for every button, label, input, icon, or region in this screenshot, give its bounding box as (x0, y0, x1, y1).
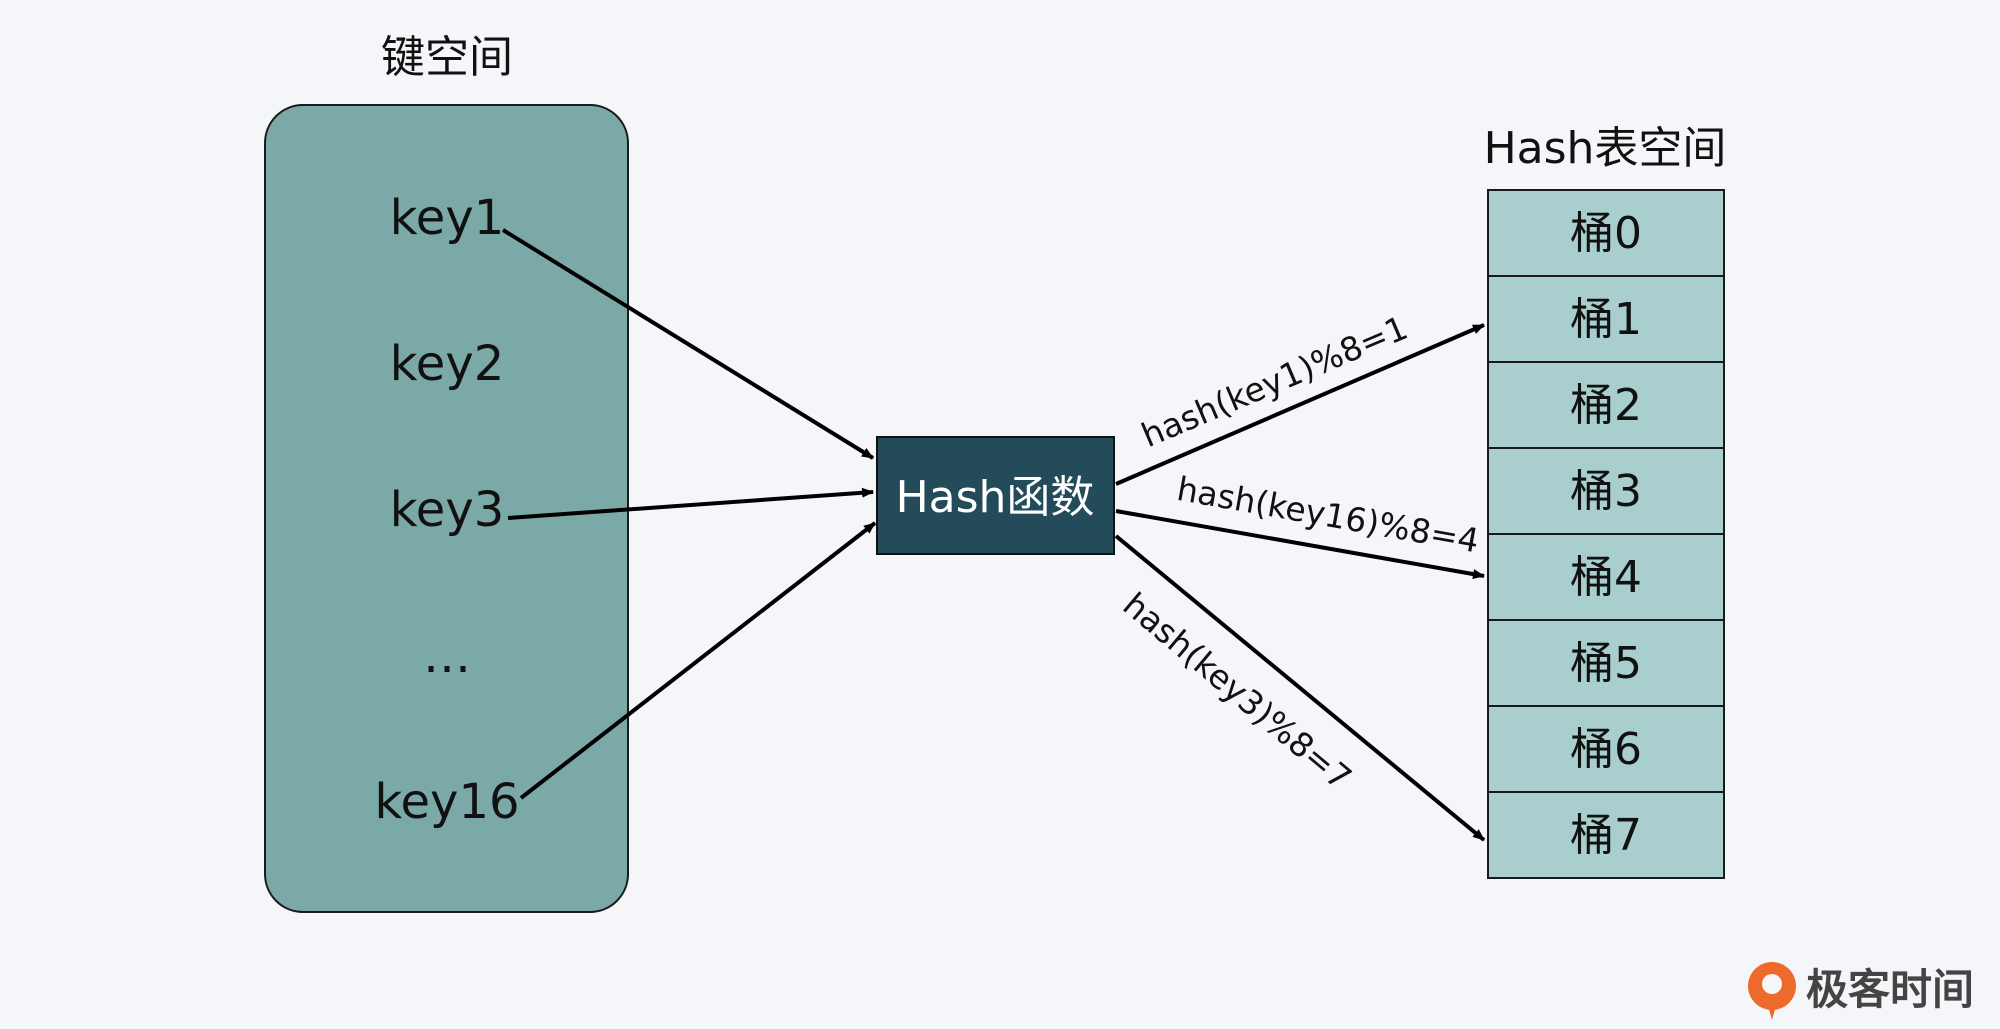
bucket-cell: 桶6 (1487, 705, 1725, 793)
arrow-key1-to-hash (501, 228, 875, 460)
arrow-key3-to-hash (507, 487, 874, 520)
bucket-cell: 桶2 (1487, 361, 1725, 449)
brand-name: 极客时间 (1806, 965, 1974, 1014)
bucket-label: 桶7 (1570, 810, 1642, 861)
bucket-label: 桶4 (1570, 552, 1642, 603)
bucket-label: 桶0 (1570, 208, 1642, 259)
bucket-cell: 桶3 (1487, 447, 1725, 535)
key-item-16: key16 (374, 774, 519, 830)
brand-mark-icon (1748, 962, 1796, 1020)
key-item-ellipsis: … (423, 628, 471, 684)
arrow-hash-to-bucket-7 (1114, 534, 1486, 842)
mapping-label-key1: hash(key1)%8=1 (1136, 308, 1413, 455)
hash-function-label: Hash函数 (896, 472, 1095, 523)
bucket-cell: 桶7 (1487, 791, 1725, 879)
bucket-cell: 桶1 (1487, 275, 1725, 363)
hash-table: 桶0 桶1 桶2 桶3 桶4 桶5 桶6 桶7 (1487, 189, 1725, 879)
bucket-label: 桶1 (1570, 294, 1642, 345)
hash-function-box (876, 436, 1115, 555)
bucket-label: 桶3 (1570, 466, 1642, 517)
key-item-3: key3 (390, 482, 505, 538)
key-item-2: key2 (390, 336, 505, 392)
arrow-hash-to-bucket-1 (1115, 323, 1485, 486)
arrow-key16-to-hash (519, 521, 877, 800)
arrow-hash-to-bucket-4 (1115, 509, 1485, 580)
bucket-label: 桶6 (1570, 724, 1642, 775)
bucket-label: 桶2 (1570, 380, 1642, 431)
bucket-cell: 桶5 (1487, 619, 1725, 707)
hash-table-title: Hash表空间 (1484, 123, 1727, 174)
mapping-label-key3: hash(key3)%8=7 (1116, 585, 1359, 798)
bucket-label: 桶5 (1570, 638, 1642, 689)
key-space-title: 键空间 (381, 32, 513, 83)
bucket-cell: 桶0 (1487, 189, 1725, 277)
bucket-cell: 桶4 (1487, 533, 1725, 621)
brand-logo: 极客时间 (1748, 962, 1974, 1020)
key-item-1: key1 (390, 190, 505, 246)
